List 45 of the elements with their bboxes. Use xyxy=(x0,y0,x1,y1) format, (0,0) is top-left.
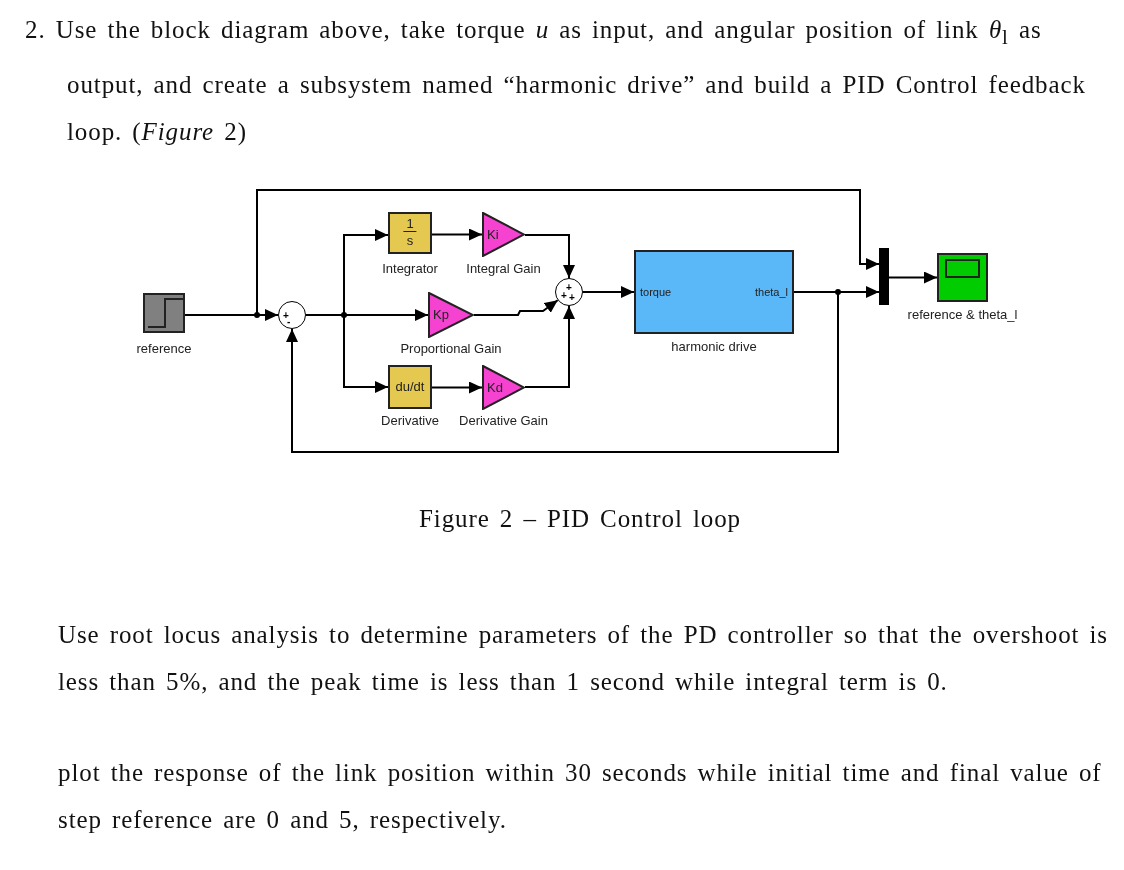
figure-caption: Figure 2 – PID Control loop xyxy=(419,504,741,534)
block-name: Integral Gain xyxy=(466,261,541,276)
question-text: Use root locus analysis to determine parameters of the PD controller so that the overshoot is less than 5%, and the peak time is less than 1 second while integral term is 0. xyxy=(58,620,1108,697)
arrow xyxy=(286,291,839,453)
gain-text: Ki xyxy=(487,226,499,242)
sign-symbol: - xyxy=(287,317,291,327)
arrow xyxy=(524,234,575,279)
fraction-numerator: 1 xyxy=(403,216,417,232)
sign-symbol: + xyxy=(566,283,572,293)
step-source-block xyxy=(143,293,185,333)
gain-block xyxy=(428,292,474,338)
arrow xyxy=(305,314,389,393)
gain-block xyxy=(482,212,525,257)
block-name: reference & theta_l xyxy=(907,307,1018,322)
derivative-block xyxy=(388,365,432,409)
question-text: plot the response of the link position within 30 seconds while initial time and final value of step reference are 0 and 5, respectively. xyxy=(58,758,1103,835)
sum-junction xyxy=(278,301,306,329)
block-name: Proportional Gain xyxy=(400,341,502,356)
arrow xyxy=(582,286,635,298)
gain-text: Kp xyxy=(433,307,449,322)
integrator-block xyxy=(388,212,432,254)
question-text: 2. Use the block diagram above, take torque u as input, and angular position of link θ$_{l}$ as output, and create a subsystem named “harmonic drive” and build a PID Control feedback loop. (Figure 2) xyxy=(25,15,1087,148)
subsystem-block xyxy=(634,250,794,334)
sign-symbol: + xyxy=(561,291,567,301)
block-name: Derivative xyxy=(381,413,439,428)
arrow xyxy=(888,271,938,284)
port-label: theta_l xyxy=(754,286,788,298)
block-name: Integrator xyxy=(382,261,438,276)
arrow xyxy=(431,381,483,394)
scope-block xyxy=(937,253,988,302)
gain-block xyxy=(482,365,525,410)
sign-symbol: + xyxy=(569,293,575,303)
block-name: harmonic drive xyxy=(671,339,757,354)
block-text: du/dt xyxy=(395,379,425,394)
block-name: Derivative Gain xyxy=(459,413,548,428)
sign-symbol: + xyxy=(283,311,289,321)
arrow xyxy=(431,228,483,241)
arrow xyxy=(473,299,559,316)
block-name: reference xyxy=(136,341,192,356)
fraction-denominator: s xyxy=(406,233,414,248)
mux-bar xyxy=(879,248,889,305)
sum-junction xyxy=(555,278,583,306)
port-label: torque xyxy=(640,286,672,298)
gain-text: Kd xyxy=(487,379,503,395)
arrow xyxy=(524,305,575,388)
